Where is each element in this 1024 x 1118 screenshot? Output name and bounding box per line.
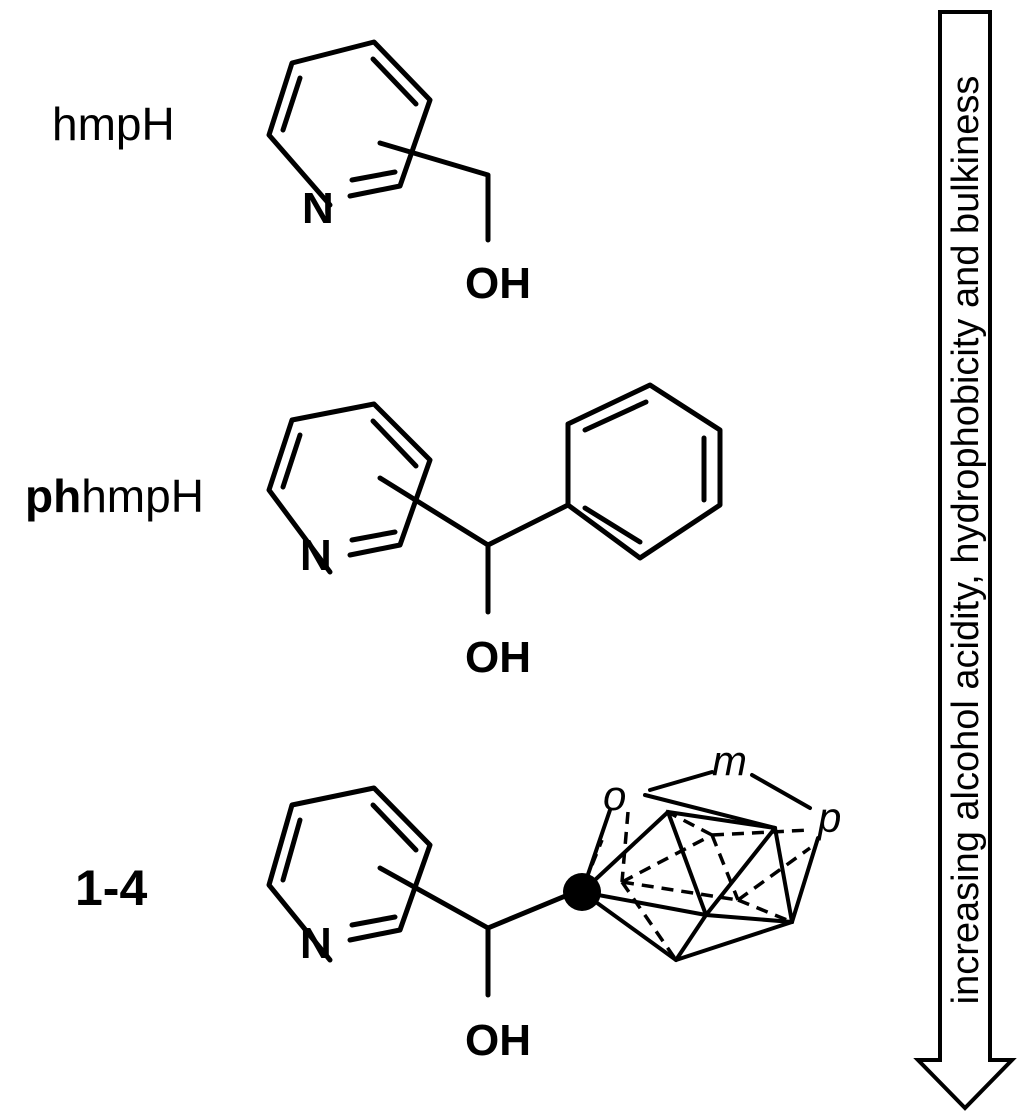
compound-phhmph: phhmpH N OH xyxy=(25,382,723,682)
pyridine-ring xyxy=(266,785,433,963)
oh-label: OH xyxy=(465,1016,531,1065)
carbinol-bonds xyxy=(377,475,571,548)
trend-arrow: increasing alcohol acidity, hydrophobici… xyxy=(913,10,1017,1111)
label-1-4: 1-4 xyxy=(75,860,147,916)
arrow-label: increasing alcohol acidity, hydrophobici… xyxy=(945,76,987,1005)
carborane-cage: o m p xyxy=(563,737,841,962)
compound-hmph: hmpH N OH xyxy=(52,39,531,308)
oh-label: OH xyxy=(465,259,531,308)
nitrogen-label: N xyxy=(302,184,334,233)
compound-1-4: 1-4 N OH xyxy=(75,737,841,1065)
ortho-label: o xyxy=(603,772,626,819)
meta-label: m xyxy=(712,737,747,784)
oh-label: OH xyxy=(465,633,531,682)
nitrogen-label: N xyxy=(300,919,332,968)
pyridine-ring xyxy=(266,401,433,575)
phenyl-ring xyxy=(565,382,723,561)
para-label: p xyxy=(816,794,841,841)
arrow-shape xyxy=(913,10,1017,1111)
cage-carbon-atom xyxy=(563,873,601,911)
ch2-bond xyxy=(377,140,491,243)
label-phhmph: phhmpH xyxy=(25,470,204,522)
nitrogen-label: N xyxy=(300,531,332,580)
label-hmph: hmpH xyxy=(52,98,175,150)
pyridine-ring xyxy=(266,39,433,208)
